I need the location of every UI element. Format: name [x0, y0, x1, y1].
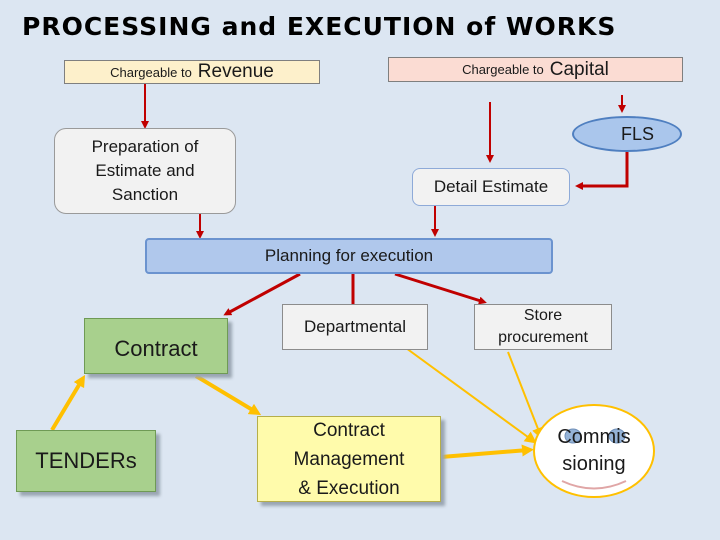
store-line: Store — [523, 307, 563, 324]
contract-management-node: Contract Management & Execution — [257, 416, 441, 502]
capital-label: Capital — [549, 58, 609, 80]
revenue-banner: Chargeable to Revenue — [64, 60, 320, 84]
smiley-mouth-icon — [561, 480, 627, 490]
arrow-planning-to-contract — [223, 272, 301, 316]
contract-management-line: & Execution — [298, 477, 400, 499]
smiley-right-eye-icon — [608, 428, 626, 444]
fls-node: FLS — [572, 116, 682, 152]
store-line: procurement — [498, 329, 588, 346]
detail-estimate-node: Detail Estimate — [412, 168, 570, 206]
commissioning-line: sioning — [562, 453, 626, 475]
capital-prefix: Chargeable to — [462, 62, 544, 77]
contract-management-line: Contract — [313, 419, 385, 441]
store-procurement-node: Store procurement — [474, 304, 612, 350]
preparation-line: Estimate and — [95, 161, 195, 180]
preparation-line: Sanction — [111, 185, 179, 204]
revenue-prefix: Chargeable to — [110, 64, 192, 80]
planning-label: Planning for execution — [264, 246, 434, 265]
arrow-contract-to-management — [194, 374, 262, 416]
detail-estimate-label: Detail Estimate — [433, 177, 549, 196]
planning-node: Planning for execution — [145, 238, 553, 274]
contract-label: Contract — [114, 336, 198, 361]
revenue-label: Revenue — [197, 61, 274, 82]
preparation-line: Preparation of — [91, 137, 199, 156]
page-title: PROCESSING and EXECUTION of WORKS — [22, 12, 617, 41]
tenders-node: TENDERs — [16, 430, 156, 492]
departmental-node: Departmental — [282, 304, 428, 350]
arrow-fls-to-detail — [575, 152, 629, 190]
arrow-tenders-to-contract — [50, 374, 86, 432]
tenders-label: TENDERs — [35, 448, 137, 473]
capital-banner: Chargeable to Capital — [388, 57, 683, 82]
commissioning-line: Commis — [557, 426, 631, 448]
contract-node: Contract — [84, 318, 228, 374]
smiley-face-icon — [533, 404, 655, 498]
arrow-departmental-to-commissioning — [394, 339, 537, 444]
arrow-management-to-commissioning — [440, 444, 534, 459]
arrow-store-to-commissioning — [507, 351, 544, 440]
preparation-node: Preparation of Estimate and Sanction — [54, 128, 236, 214]
departmental-label: Departmental — [303, 317, 407, 336]
commissioning-node: Commis sioning — [530, 404, 658, 498]
smiley-left-eye-icon — [564, 428, 582, 444]
arrow-planning-to-store — [394, 272, 487, 305]
fls-label: FLS — [620, 123, 654, 144]
contract-management-line: Management — [293, 448, 405, 470]
